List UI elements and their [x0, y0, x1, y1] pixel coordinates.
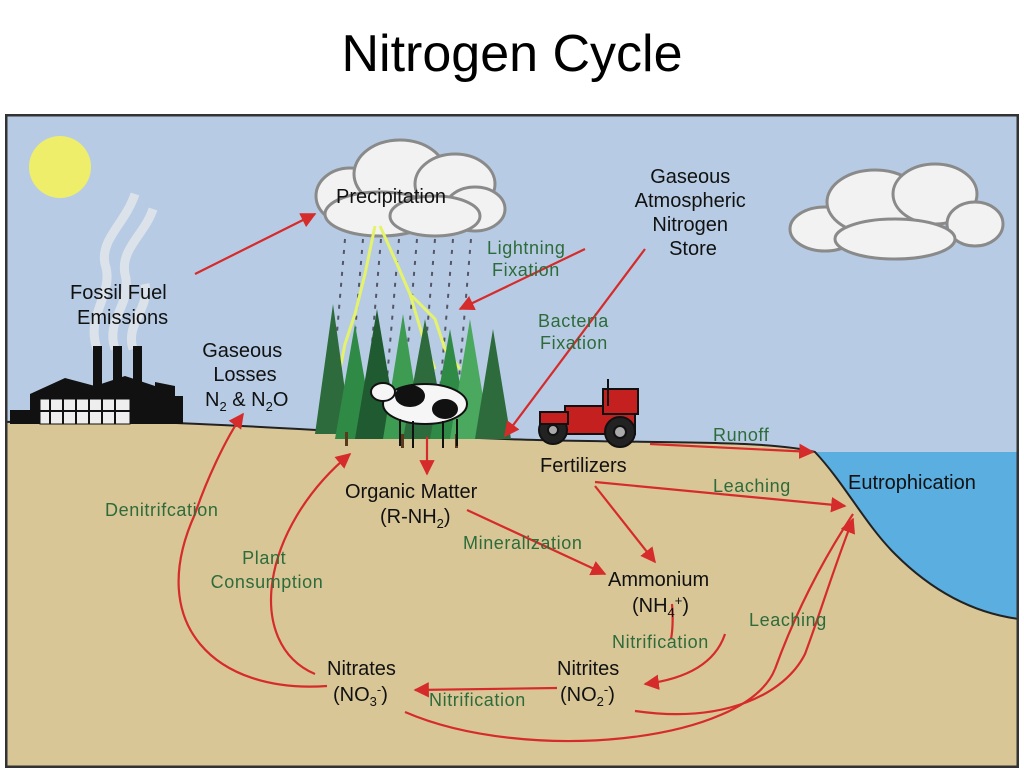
organic-matter-label: Organic Matter: [345, 481, 478, 503]
gaseous-losses-formula: N2 & N2O: [205, 389, 288, 414]
lightning-fixation-label: Lightning Fixation: [487, 238, 571, 280]
nitrites-label: Nitrites: [557, 658, 619, 680]
nitrates-formula: (NO3-): [333, 682, 388, 709]
nitrates-label: Nitrates: [327, 658, 396, 680]
leaching-right-label: Leaching: [749, 610, 827, 630]
atmospheric-store-label: Gaseous Atmospheric Nitrogen Store: [635, 166, 752, 260]
fertilizers-label: Fertilizers: [540, 455, 627, 477]
leaching-top-label: Leaching: [713, 476, 791, 496]
plant-consumption-label: Plant Consumption: [211, 548, 324, 592]
ammonium-formula: (NH4+): [632, 593, 689, 620]
gaseous-losses-label: Gaseous Losses: [202, 340, 288, 386]
nitrification-bottom-label: Nitrification: [429, 690, 526, 710]
eutrophication-label: Eutrophication: [848, 472, 976, 494]
factory-icon: [10, 346, 183, 425]
nitrogen-cycle-diagram: Precipitation Gaseous Atmospheric Nitrog…: [5, 114, 1019, 768]
page-title: Nitrogen Cycle: [341, 25, 683, 83]
bacteria-fixation-label: Bacteria Fixation: [538, 311, 614, 353]
ammonium-label: Ammonium: [608, 569, 709, 591]
organic-matter-formula: (R-NH2): [380, 506, 451, 531]
tractor-icon: [538, 379, 639, 448]
precipitation-label: Precipitation: [336, 186, 446, 208]
rain-cloud: [314, 138, 507, 238]
nitrification-right-label: Nitrification: [612, 632, 709, 652]
arrows: [177, 213, 856, 743]
runoff-label: Runoff: [713, 425, 770, 445]
nitrites-formula: (NO2-): [560, 682, 615, 709]
mineralization-label: Mineralization: [463, 533, 582, 553]
cow-icon: [370, 382, 468, 448]
smoke: [89, 192, 158, 351]
cloud: [788, 162, 1005, 261]
sun: [29, 136, 91, 198]
denitrification-label: Denitrifcation: [105, 500, 218, 520]
fossil-fuel-label: Fossil Fuel Emissions: [70, 282, 172, 329]
water: [815, 452, 1019, 619]
